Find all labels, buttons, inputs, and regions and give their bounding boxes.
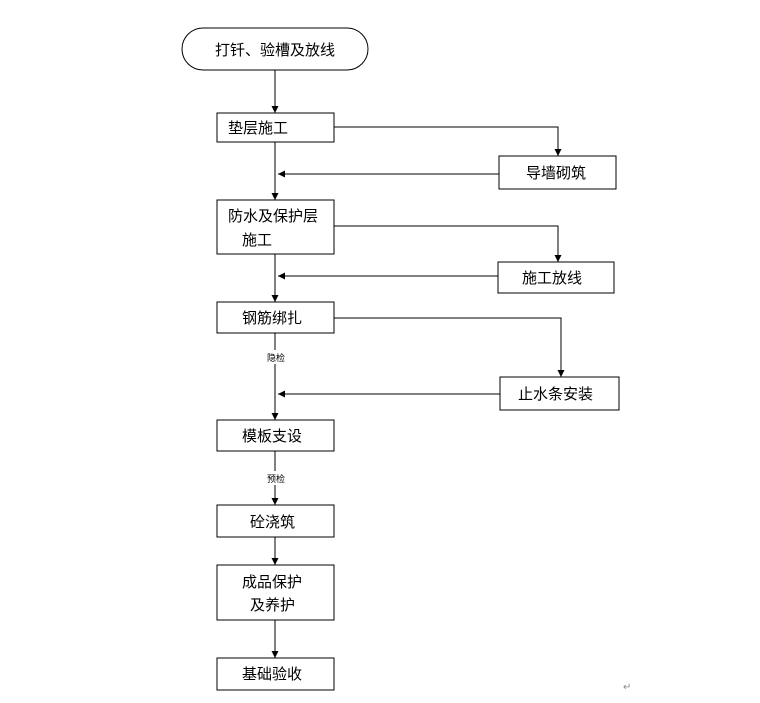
step-accept-label: 基础验收: [242, 665, 302, 683]
start-terminator-shape: [181, 27, 369, 71]
side-layout: 施工放线: [497, 261, 615, 294]
start-terminator: 打钎、验槽及放线: [181, 27, 369, 71]
step-waterproof: 防水及保护层 施工: [216, 199, 335, 255]
side-guide-wall: 导墙砌筑: [498, 155, 617, 190]
step-waterproof-shape: [216, 199, 335, 255]
paragraph-mark: ↵: [623, 682, 631, 693]
arrow-waterproof-to-layout: [334, 225, 562, 262]
side-guide-wall-shape: [498, 155, 617, 190]
side-waterstop-shape: [499, 376, 620, 411]
step-formwork-shape: [216, 419, 335, 452]
step-cushion-shape: [216, 112, 335, 143]
edge-label-after-rebar: 隐检: [267, 352, 285, 364]
side-guide-wall-label: 导墙砌筑: [526, 164, 586, 182]
start-terminator-label: 打钎、验槽及放线: [215, 41, 335, 59]
edge-label-after-formwork: 预检: [267, 473, 285, 485]
edge-label-bg-after-formwork: [262, 471, 290, 485]
side-layout-shape: [497, 261, 615, 294]
step-concrete-shape: [216, 504, 335, 538]
step-concrete: 砼浇筑: [216, 504, 335, 538]
step-rebar: 钢筋绑扎: [216, 301, 335, 334]
arrow-rebar-to-waterstop: [334, 317, 565, 377]
step-accept-shape: [216, 657, 335, 691]
step-protect-label-line1: 成品保护: [242, 573, 302, 591]
step-rebar-label: 钢筋绑扎: [242, 309, 302, 327]
step-formwork: 模板支设: [216, 419, 335, 452]
step-waterproof-label-line2: 施工: [242, 231, 272, 249]
arrow-cushion-to-guide-wall: [334, 126, 562, 156]
side-waterstop: 止水条安装: [499, 376, 620, 411]
step-waterproof-label-line1: 防水及保护层: [228, 207, 318, 225]
step-cushion-label: 垫层施工: [228, 119, 288, 137]
step-accept: 基础验收: [216, 657, 335, 691]
step-concrete-label: 砼浇筑: [250, 513, 295, 531]
step-protect-label-line2: 及养护: [250, 596, 295, 614]
step-protect-shape: [216, 564, 335, 621]
side-layout-label: 施工放线: [522, 269, 582, 287]
edge-label-bg-after-rebar: [262, 350, 290, 364]
step-rebar-shape: [216, 301, 335, 334]
step-formwork-label: 模板支设: [242, 427, 302, 445]
side-connectors: [278, 126, 565, 398]
step-protect: 成品保护 及养护: [216, 564, 335, 621]
step-cushion: 垫层施工: [216, 112, 335, 143]
side-waterstop-label: 止水条安装: [518, 385, 593, 403]
